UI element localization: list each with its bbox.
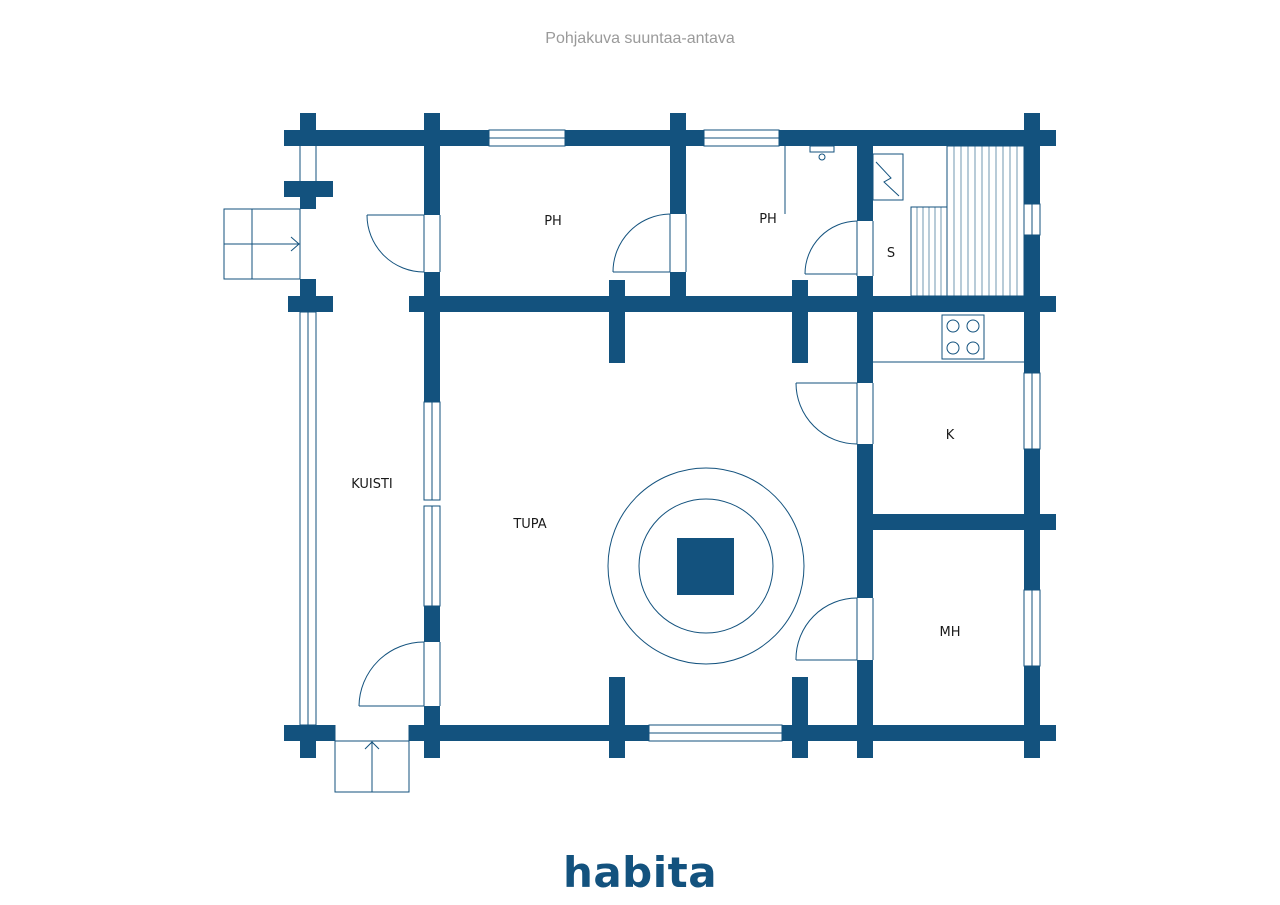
window-ph2 — [703, 129, 780, 147]
fireplace-core — [677, 538, 734, 595]
wall-corner-tl — [300, 113, 316, 146]
sauna-stove — [872, 153, 904, 201]
window-porch-2 — [423, 505, 441, 607]
wall-right-col-3 — [857, 444, 873, 598]
room-labels: PH PH S KUISTI TUPA K MH — [351, 212, 960, 640]
room-label-kuisti: KUISTI — [351, 477, 393, 492]
wall-mid-post-1 — [609, 280, 625, 363]
fireplace-rings — [607, 467, 805, 665]
wall-mid-horizontal — [409, 296, 1056, 312]
wall-corner-bl — [300, 725, 316, 758]
door-ph1 — [366, 214, 441, 273]
shower — [784, 145, 835, 214]
doors — [358, 213, 874, 707]
wall-post-bottom-2 — [609, 677, 625, 758]
wall-porch-main-1 — [424, 146, 440, 215]
window-porch-top — [299, 146, 317, 181]
wall-corner-br — [1024, 725, 1040, 758]
wall-post-bottom-3 — [792, 677, 808, 758]
wall-right-col-4 — [857, 660, 873, 725]
stove-hob — [941, 314, 985, 360]
windows — [299, 129, 1041, 742]
wall-post-top-1 — [424, 113, 440, 146]
wall-porch-main-2 — [424, 272, 440, 402]
room-label-tupa: TUPA — [512, 517, 546, 532]
wall-post-top-2 — [670, 113, 686, 146]
wall-right-4 — [1024, 666, 1040, 725]
wall-ph-divider-2 — [670, 272, 686, 296]
room-label-keittio: K — [946, 428, 955, 443]
wall-k-mh — [873, 514, 1056, 530]
room-label-ph2: PH — [759, 212, 777, 227]
sauna-bench-upper — [946, 145, 1025, 297]
wall-mid-post-2 — [792, 280, 808, 363]
window-tupa-bottom — [648, 724, 783, 742]
door-mh — [795, 597, 874, 661]
wall-right-1 — [1024, 146, 1040, 204]
walls — [284, 113, 1056, 758]
door-kitchen — [795, 382, 874, 445]
window-sauna — [1023, 203, 1041, 236]
steps-left — [223, 208, 301, 280]
wall-porch-stub-1b — [300, 181, 316, 209]
sauna-fixtures — [784, 145, 1025, 297]
door-sauna — [804, 220, 874, 276]
wall-right-col-1 — [857, 146, 873, 221]
room-label-mh: MH — [940, 625, 961, 640]
bench-slats — [916, 146, 1018, 296]
window-ph1 — [488, 129, 566, 147]
room-label-sauna: S — [887, 246, 895, 261]
door-porch-inner — [358, 641, 441, 707]
room-label-ph1: PH — [544, 214, 562, 229]
wall-ph-divider-1 — [670, 146, 686, 214]
steps-bottom — [334, 740, 410, 793]
habita-logo: habita — [562, 848, 718, 897]
window-kitchen — [1023, 372, 1041, 450]
kitchen-fixtures — [873, 314, 1024, 363]
window-porch-1 — [423, 401, 441, 501]
window-mh — [1023, 589, 1041, 667]
wall-post-bottom-1 — [424, 706, 440, 758]
door-ph2 — [612, 213, 687, 273]
window-porch-side — [299, 311, 317, 726]
wall-post-bottom-4 — [857, 725, 873, 758]
wall-porch-stub-2b — [300, 279, 316, 312]
wall-porch-main-3 — [424, 606, 440, 642]
steps — [223, 208, 410, 793]
wall-corner-tr — [1024, 113, 1040, 146]
floorplan-caption: Pohjakuva suuntaa-antava — [545, 30, 735, 47]
wall-right-2 — [1024, 235, 1040, 373]
wall-right-col-2 — [857, 276, 873, 383]
